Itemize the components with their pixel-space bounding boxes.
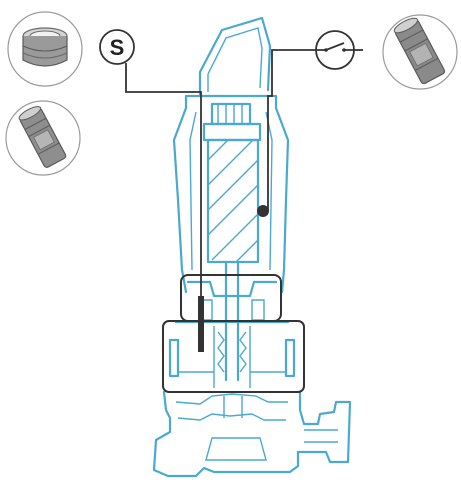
- leak-sensor-probe: [198, 296, 204, 352]
- thermal-switch-wiring: [257, 30, 363, 217]
- callout-boxes: [162, 274, 305, 393]
- pump-body: [152, 16, 352, 478]
- sensor-badge: [99, 29, 135, 65]
- seal-callout-box: [162, 320, 305, 393]
- mechanical-seal-ring-icon: [22, 27, 68, 67]
- thermal-switch-wire: [267, 49, 316, 210]
- seal-thumbnail-ring: [7, 11, 83, 87]
- terminal-block: [202, 102, 262, 142]
- motor-stator: [206, 138, 260, 264]
- pump-top-cap: [184, 94, 278, 110]
- switch-symbol: [316, 42, 354, 52]
- seal-cartridge-icon: [18, 106, 67, 168]
- sensor-wire: [125, 63, 202, 300]
- pump-volute: [152, 390, 352, 478]
- seal-sleeve-icon: [393, 17, 446, 85]
- sensor-badge-label: S: [110, 35, 125, 60]
- bearing-housing: [168, 280, 296, 388]
- thermal-sensor-dot: [257, 205, 269, 217]
- seal-sensor-wiring: S: [99, 29, 204, 352]
- pump-handle: [198, 16, 272, 97]
- seal-thumbnail-cartridge: [5, 100, 81, 176]
- seal-thumbnail-sleeve: [382, 14, 458, 90]
